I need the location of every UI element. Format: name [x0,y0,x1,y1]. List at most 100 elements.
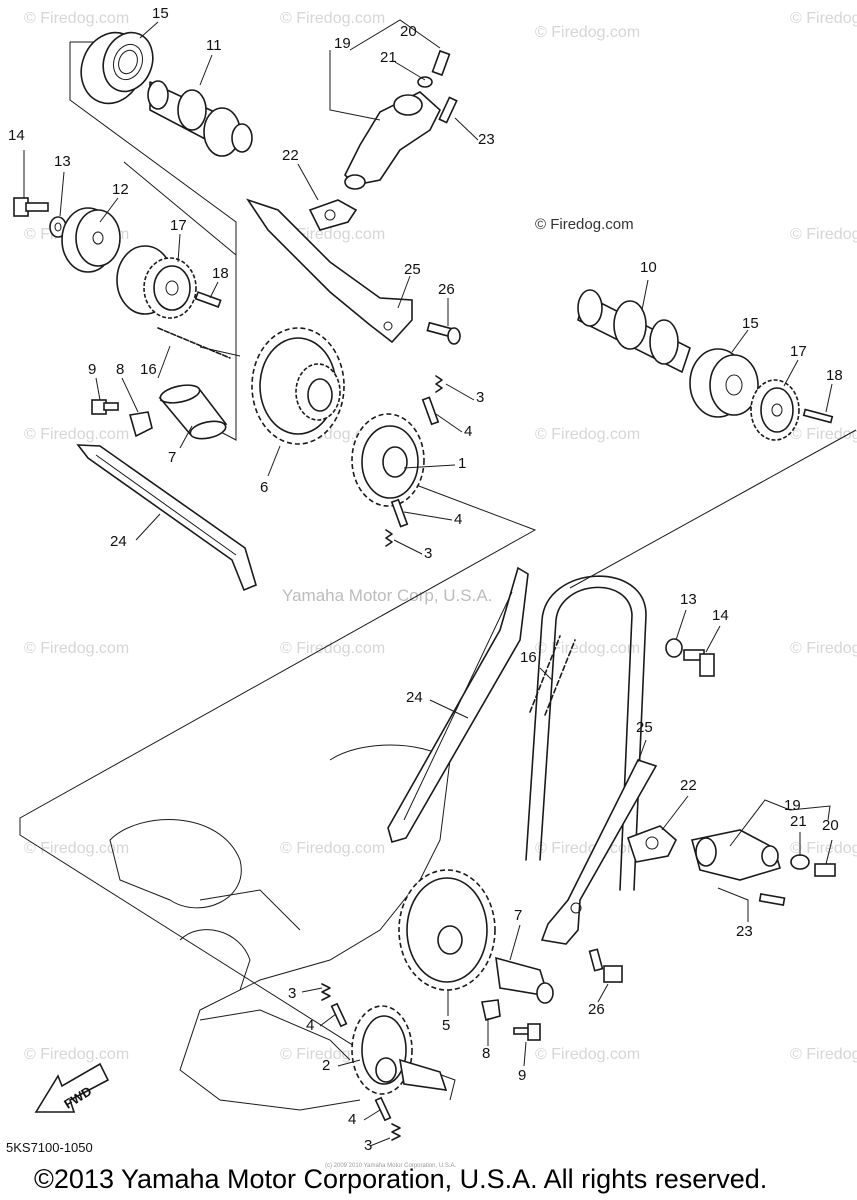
watermark: © Firedog.com [280,640,386,657]
callout-21: 21 [790,813,807,830]
callout-3: 3 [424,545,433,562]
callout-16: 16 [520,649,537,666]
crankshaft-end [398,1058,448,1091]
spring-3-top-b [385,529,393,547]
callout-4: 4 [454,511,463,528]
gasket-22-top [308,199,358,231]
tiny-copyright-note: (c) 2009 2010 Yamaha Motor Corporation, … [325,1163,457,1169]
bolt-23-bottom [758,893,786,906]
chain-16-top [157,327,231,359]
gear-5 [398,869,496,991]
chain-guide-25-bottom [540,759,658,945]
callout-25: 25 [404,261,421,278]
bolt-9-top [91,399,119,415]
callout-9: 9 [88,361,97,378]
pin-4-bottom-b [374,1096,392,1122]
sprocket-12 [61,207,121,273]
callout-3: 3 [364,1137,373,1154]
pin-18-right [802,408,834,424]
callout-4: 4 [306,1017,315,1034]
watermark: © Firedog.com [535,24,641,41]
watermark: © Firedog.com [24,10,130,27]
shaft-7-bottom [495,956,554,1004]
callout-23: 23 [478,131,495,148]
callout-5: 5 [442,1017,451,1034]
callout-9: 9 [518,1067,527,1084]
callout-18: 18 [826,367,843,384]
watermark: © Firedog.com [24,426,130,443]
watermark: © Firedog.com [790,226,857,243]
watermark: © Firedog.com [535,426,641,443]
leader-lines [23,19,833,1147]
callout-17: 17 [790,343,807,360]
callout-4: 4 [464,423,473,440]
callout-22: 22 [680,777,697,794]
callout-18: 18 [212,265,229,282]
gear-6 [251,327,345,445]
callout-21: 21 [380,49,397,66]
callout-20: 20 [822,817,839,834]
callout-19: 19 [784,797,801,814]
watermark: © Firedog.com [790,10,857,27]
callout-24: 24 [406,689,423,706]
watermark: © Firedog.com [280,10,386,27]
watermark: © Firedog.com [790,1046,857,1063]
spring-3-top-a [435,375,443,393]
callout-15: 15 [152,5,169,22]
watermark: © Firedog.com [24,1046,130,1063]
gear-1 [351,413,425,507]
cam-chain-loop [525,575,647,891]
callout-26: 26 [438,281,455,298]
callout-10: 10 [640,259,657,276]
callout-7: 7 [168,449,177,466]
callout-14: 14 [8,127,25,144]
chain-guide-25-top [246,198,413,344]
callout-22: 22 [282,147,299,164]
bolt-26-bottom [588,948,623,983]
center-watermark: Yamaha Motor Corp, U.S.A. [282,586,493,605]
watermark: © Firedog.com [24,840,130,857]
callout-8: 8 [482,1045,491,1062]
gear-17-top [143,257,197,319]
copyright-footer: ©2013 Yamaha Motor Corporation, U.S.A. A… [34,1164,768,1194]
callout-4: 4 [348,1111,357,1128]
callout-17: 17 [170,217,187,234]
chain-guide-24-bottom [387,566,529,843]
callout-3: 3 [476,389,485,406]
diagram-code: 5KS7100-1050 [6,1140,93,1155]
callout-26: 26 [588,1001,605,1018]
callout-14: 14 [712,607,729,624]
gear-2 [351,1005,413,1095]
plate-8-top [128,411,153,438]
watermark: © Firedog.com [535,216,634,233]
callout-3: 3 [288,985,297,1002]
callout-11: 11 [206,37,222,54]
camshaft-11 [147,80,253,157]
watermark: © Firedog.com [535,1046,641,1063]
callout-25: 25 [636,719,653,736]
callout-13: 13 [54,153,71,170]
pin-18-top [194,291,222,308]
watermark: © Firedog.com [790,640,857,657]
washer-13-bottom [665,638,683,658]
callout-13: 13 [680,591,697,608]
watermark: © Firedog.com [790,840,857,857]
pin-4-top-b [390,498,409,528]
cam-chain-tensioner-19-top [344,49,458,190]
shaft-7-top [158,384,228,440]
watermark: © Firedog.com [24,640,130,657]
bolt-26-top [426,321,461,345]
callout-7: 7 [514,907,523,924]
callout-15: 15 [742,315,759,332]
callout-16: 16 [140,361,157,378]
bolt-9-bottom [513,1023,541,1041]
gasket-22-bottom [626,825,677,863]
callout-24: 24 [110,533,127,550]
bolt-14-bottom [683,649,715,677]
callout-1: 1 [458,455,467,472]
cam-chain-tensioner-19-bottom [691,829,781,881]
bearing-15-top [80,31,154,105]
callout-2: 2 [322,1057,331,1074]
chain-guide-24-top [76,444,257,592]
